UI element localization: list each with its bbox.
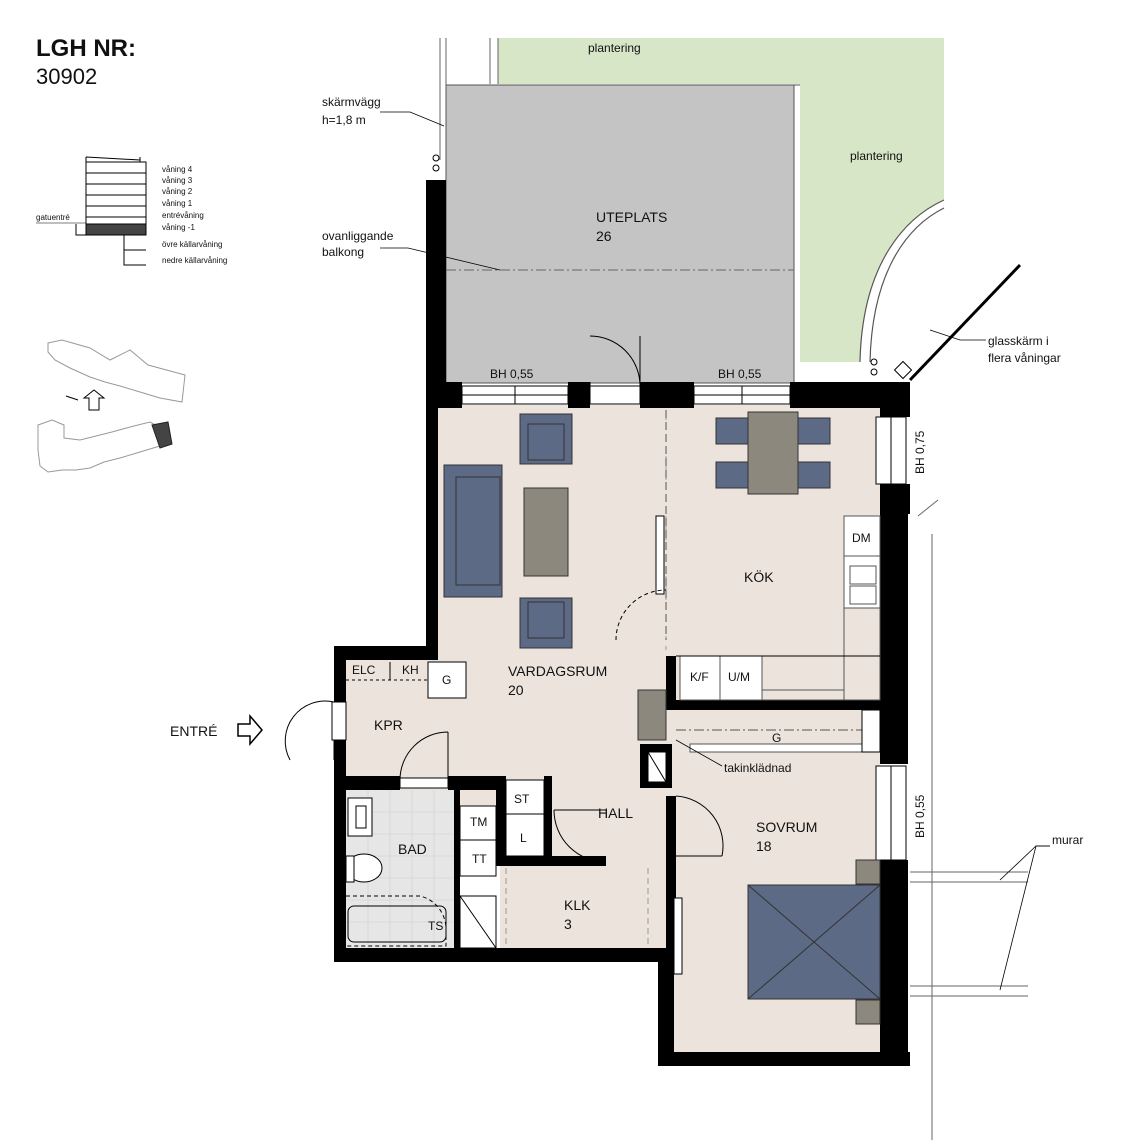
ts-label: TS: [428, 919, 443, 933]
room-sovrum-name: SOVRUM: [756, 819, 817, 835]
window-height-left: BH 0,55: [490, 367, 534, 381]
window-north-left: [461, 385, 569, 405]
floor-label-ovre: övre källarvåning: [162, 240, 222, 249]
elc-label: ELC: [352, 663, 376, 677]
leader-lines: [380, 111, 1050, 991]
window-east-kitchen: [875, 416, 907, 485]
window-height-kitchen: BH 0,75: [913, 430, 927, 474]
fridge-freezer-label: K/F: [690, 670, 709, 684]
doors: [284, 700, 724, 863]
st-label: ST: [514, 792, 530, 806]
floor-label-4: våning 4: [162, 165, 193, 174]
screen-wall-label: skärmvägg: [322, 95, 381, 109]
planting-area: [498, 38, 944, 362]
room-uteplats-name: UTEPLATS: [596, 209, 667, 225]
room-sovrum-area: 18: [756, 838, 772, 854]
tm-label: TM: [470, 815, 487, 829]
floor-label-3: våning 3: [162, 176, 193, 185]
room-vardagsrum-name: VARDAGSRUM: [508, 663, 607, 679]
dining-set: [715, 411, 831, 495]
balcony-above-label-2: balkong: [322, 245, 364, 259]
l-label: L: [520, 831, 527, 845]
street-entrance-label: gatuentré: [36, 213, 70, 222]
micro-oven-label: U/M: [728, 670, 750, 684]
dishwasher-label: DM: [852, 531, 871, 545]
room-bad-name: BAD: [398, 841, 427, 857]
entrance-label: ENTRÉ: [170, 723, 217, 739]
g-wardrobe-label: G: [772, 731, 781, 745]
apartment-number: 30902: [36, 64, 97, 89]
terrace-door: [589, 335, 641, 405]
planting-label-top: plantering: [588, 41, 641, 55]
g-kpr-label: G: [442, 673, 451, 687]
kpr-fixtures: [346, 661, 467, 699]
entry-arrow-icon: [237, 713, 263, 747]
room-vardagsrum-area: 20: [508, 682, 524, 698]
room-klk-name: KLK: [564, 897, 591, 913]
floor-label-2: våning 2: [162, 187, 193, 196]
window-north-right: [693, 385, 791, 405]
window-east-bedroom: [875, 765, 907, 861]
window-height-right: BH 0,55: [718, 367, 762, 381]
hall-closets: [459, 779, 545, 949]
floor-label-minus1: våning -1: [162, 223, 195, 232]
kh-label: KH: [402, 663, 419, 677]
ceiling-cladding-label: takinklädnad: [724, 761, 791, 775]
screen-wall-height: h=1,8 m: [322, 113, 366, 127]
room-kok-name: KÖK: [744, 568, 774, 585]
bath-fixtures: [345, 797, 447, 947]
terrace: [445, 84, 795, 384]
walls: [334, 180, 910, 1066]
bed: [747, 859, 881, 1025]
floor-label-nedre: nedre källarvåning: [162, 256, 227, 265]
room-kpr-name: KPR: [374, 717, 403, 733]
floor-legend: våning 4 våning 3 våning 2 våning 1 entr…: [36, 156, 227, 266]
kitchen-counters: [679, 515, 881, 701]
site-lines: [910, 499, 1028, 1140]
floor-label-entre: entrévåning: [162, 211, 204, 220]
glass-screen-label: glasskärm i: [988, 334, 1049, 348]
planting-label-right: plantering: [850, 149, 903, 163]
room-uteplats-area: 26: [596, 228, 612, 244]
floor-label-1: våning 1: [162, 199, 193, 208]
key-map: [37, 339, 186, 473]
window-height-bedroom: BH 0,55: [913, 794, 927, 838]
glass-screen-label-2: flera våningar: [988, 351, 1061, 365]
room-klk-area: 3: [564, 916, 572, 932]
walls-label: murar: [1052, 833, 1083, 847]
tt-label: TT: [472, 852, 487, 866]
room-hall-name: HALL: [598, 805, 633, 821]
furniture-living: [443, 413, 573, 649]
balcony-above-label: ovanliggande: [322, 229, 394, 243]
apartment-title: LGH NR:: [36, 35, 136, 62]
